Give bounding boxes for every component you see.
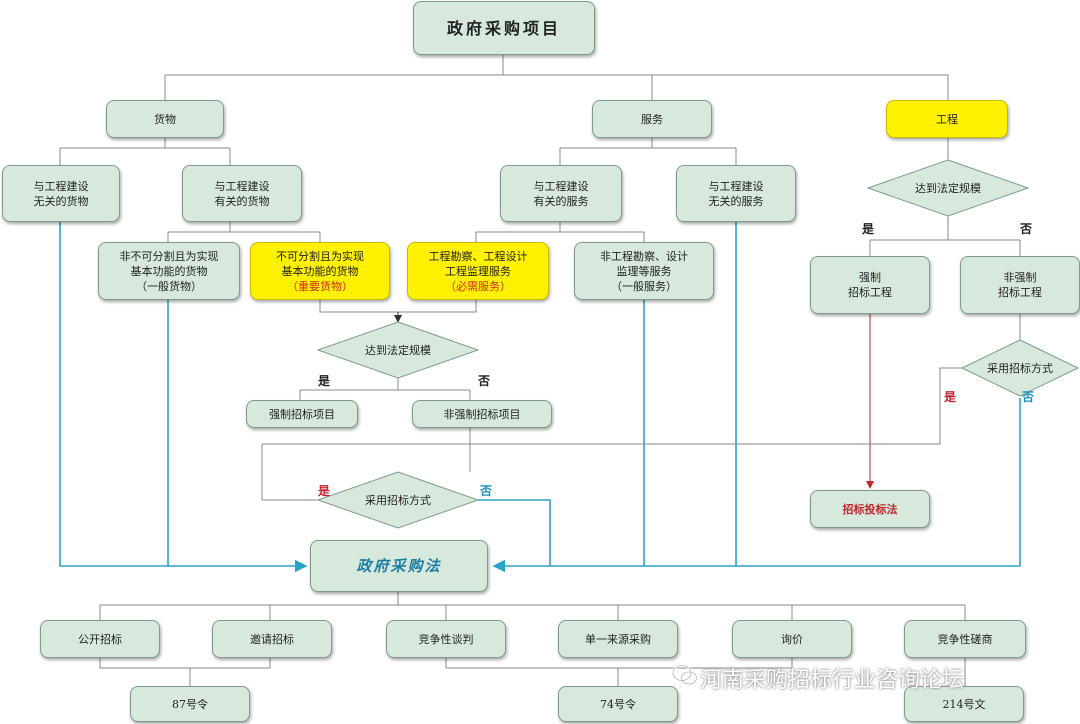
goods-important-box: 不可分割且为实现基本功能的货物（重要货物） [250, 242, 390, 300]
watermark-text: 河南采购招标行业咨询论坛 [700, 668, 965, 693]
tender-law-label: 招标投标法 [842, 502, 898, 516]
goods-important-note: （重要货物） [287, 279, 353, 293]
goods-important-line1: 不可分割且为实现 [276, 249, 364, 263]
order-box: 74号令 [558, 686, 678, 722]
method-box: 公开招标 [40, 620, 160, 658]
goods-box: 货物 [106, 100, 224, 138]
services-required-box: 工程勘察、工程设计工程监理服务（必需服务） [407, 242, 549, 300]
use-tender-no-label: 否 [480, 484, 493, 498]
eng-mandatory-line1: 强制 [859, 271, 881, 284]
procurement-law-label: 政府采购法 [356, 556, 442, 575]
method-inquiry: 询价 [781, 632, 803, 646]
order-74: 74号令 [600, 697, 636, 711]
goods-label: 货物 [154, 112, 176, 126]
goods-general-line2: 基本功能的货物 [130, 264, 208, 278]
services-unrelated-line1: 与工程建设 [708, 179, 764, 193]
services-related-box: 与工程建设有关的服务 [500, 165, 622, 222]
method-box: 邀请招标 [212, 620, 332, 658]
eng-mandatory-line2: 招标工程 [848, 286, 892, 299]
services-related-line2: 有关的服务 [533, 194, 589, 208]
mandatory-project-box: 强制招标项目 [246, 400, 358, 428]
use-tender-yes-label: 是 [318, 484, 331, 498]
order-87: 87号令 [172, 697, 208, 711]
method-single-source: 单一来源采购 [585, 632, 651, 646]
method-open-tender: 公开招标 [78, 632, 122, 646]
eng-use-tender-diamond-text: 采用招标方式 [987, 362, 1053, 375]
goods-related-box: 与工程建设有关的货物 [182, 165, 302, 222]
method-box: 单一来源采购 [558, 620, 678, 658]
services-box: 服务 [592, 100, 712, 138]
eng-non-mandatory-line2: 招标工程 [998, 286, 1042, 299]
mandatory-project-label: 强制招标项目 [269, 407, 335, 421]
eng-threshold-no-label: 否 [1020, 222, 1033, 236]
threshold-yes-label: 是 [318, 374, 331, 388]
goods-important-line2: 基本功能的货物 [281, 264, 359, 278]
order-box: 214号文 [904, 686, 1024, 722]
services-required-line2: 工程监理服务 [445, 264, 511, 278]
non-mandatory-project-box: 非强制招标项目 [412, 400, 552, 428]
services-general-box: 非工程勘察、设计监理等服务（一般服务） [574, 242, 714, 300]
non-mandatory-project-label: 非强制招标项目 [443, 407, 521, 421]
eng-non-mandatory-box: 非强制招标工程 [960, 256, 1080, 314]
goods-general-box: 非不可分割且为实现基本功能的货物（一般货物） [98, 242, 240, 300]
services-general-line1: 非工程勘察、设计 [600, 249, 688, 263]
engineering-label: 工程 [936, 112, 958, 126]
goods-related-line1: 与工程建设 [214, 179, 270, 193]
order-box: 87号令 [130, 686, 250, 722]
threshold-no-label: 否 [478, 374, 491, 388]
wechat-icon [672, 664, 698, 685]
use-tender-diamond-text: 采用招标方式 [365, 494, 431, 507]
engineering-box: 工程 [886, 100, 1008, 138]
eng-use-tender-no-label: 否 [1022, 390, 1035, 404]
tender-law-box: 招标投标法 [810, 490, 930, 528]
services-unrelated-line2: 无关的服务 [708, 194, 764, 208]
goods-unrelated-line1: 与工程建设 [33, 179, 89, 193]
method-invited-tender: 邀请招标 [250, 632, 294, 646]
procurement-law-box: 政府采购法 [310, 540, 488, 592]
eng-mandatory-box: 强制招标工程 [810, 256, 930, 314]
threshold-diamond-text: 达到法定规模 [365, 344, 431, 357]
services-unrelated-box: 与工程建设无关的服务 [676, 165, 796, 222]
goods-unrelated-line2: 无关的货物 [33, 194, 89, 208]
goods-general-line3: （一般货物） [136, 279, 202, 293]
goods-unrelated-box: 与工程建设无关的货物 [2, 165, 120, 222]
goods-general-line1: 非不可分割且为实现 [119, 249, 219, 263]
method-box: 竞争性谈判 [386, 620, 506, 658]
order-214: 214号文 [942, 697, 986, 711]
method-box: 询价 [732, 620, 852, 658]
services-label: 服务 [641, 112, 663, 126]
services-general-line3: （一般服务） [611, 279, 677, 293]
method-competitive-negotiation: 竞争性谈判 [418, 632, 474, 646]
services-related-line1: 与工程建设 [533, 179, 589, 193]
top-title: 政府采购项目 [446, 18, 561, 38]
top-title-box: 政府采购项目 [413, 1, 595, 55]
method-competitive-consultation: 竞争性磋商 [937, 632, 993, 646]
goods-related-line2: 有关的货物 [214, 194, 270, 208]
eng-threshold-yes-label: 是 [862, 222, 875, 236]
method-box: 竞争性磋商 [904, 620, 1026, 658]
services-required-line1: 工程勘察、工程设计 [428, 249, 528, 263]
eng-use-tender-yes-label: 是 [944, 390, 957, 404]
eng-non-mandatory-line1: 非强制 [1003, 271, 1037, 284]
services-required-note: （必需服务） [445, 279, 511, 293]
eng-threshold-diamond-text: 达到法定规模 [915, 182, 981, 195]
services-general-line2: 监理等服务 [616, 264, 672, 278]
